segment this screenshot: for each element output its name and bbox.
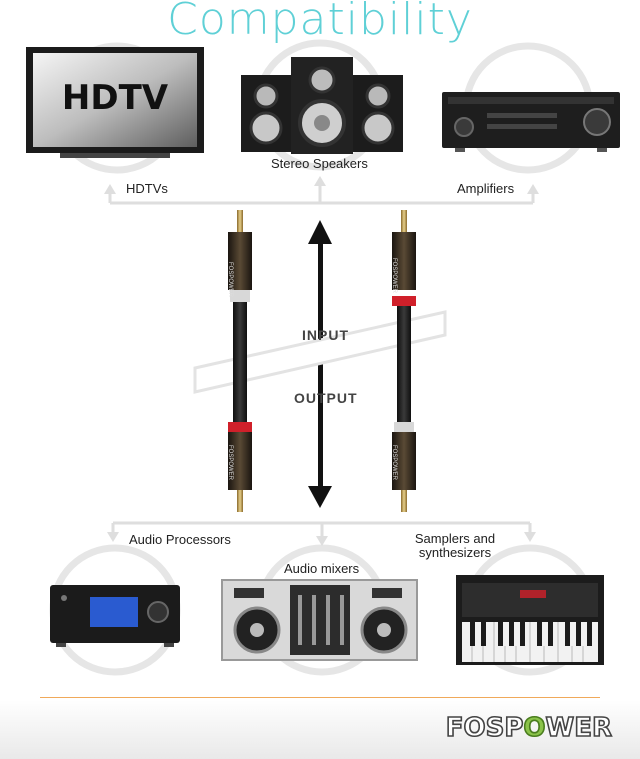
- hdtv-screen-text: HDTV: [61, 78, 169, 118]
- brand-logo-prefix: FOSP: [445, 712, 524, 744]
- input-output-arrow: [308, 220, 332, 508]
- plug-brand-text: FOSPOWER: [391, 445, 397, 481]
- rca-cable-left: [228, 210, 252, 512]
- label-amplifiers: Amplifiers: [457, 181, 515, 196]
- page-title: Compatibility: [167, 0, 473, 45]
- separator-band: [193, 310, 447, 394]
- top-connector-arrowheads: [104, 176, 539, 194]
- stereo-speakers-device: [241, 57, 403, 154]
- audio-processor-device: [50, 585, 180, 647]
- rca-cable-right: [392, 210, 416, 512]
- label-stereo-speakers: Stereo Speakers: [271, 156, 368, 171]
- bottom-connector-lines: [111, 521, 532, 538]
- label-samplers-line2: synthesizers: [418, 545, 492, 560]
- label-input: INPUT: [302, 327, 349, 343]
- label-audio-mixers: Audio mixers: [284, 561, 360, 576]
- footer-divider: [40, 697, 600, 698]
- power-o-icon: O: [523, 712, 547, 744]
- label-hdtvs: HDTVs: [126, 181, 168, 196]
- label-audio-processors: Audio Processors: [129, 532, 231, 547]
- top-connector-lines: [108, 185, 535, 205]
- amplifier-device: [442, 92, 620, 152]
- hdtv-device: [26, 47, 204, 158]
- footer: [0, 700, 640, 759]
- label-samplers-line1: Samplers and: [414, 531, 496, 546]
- plug-brand-text: FOSPOWER: [227, 262, 233, 298]
- brand-logo-suffix: WER: [545, 712, 613, 744]
- brand-logo: FOSPOWER: [445, 712, 613, 744]
- synthesizer-device: [456, 575, 604, 665]
- label-samplers: Samplers and synthesizers: [414, 532, 496, 560]
- plug-brand-text: FOSPOWER: [391, 258, 397, 294]
- plug-brand-text: FOSPOWER: [227, 445, 233, 481]
- bottom-connector-arrowheads: [107, 532, 536, 546]
- label-output: OUTPUT: [294, 390, 358, 406]
- audio-mixer-device: [221, 579, 418, 661]
